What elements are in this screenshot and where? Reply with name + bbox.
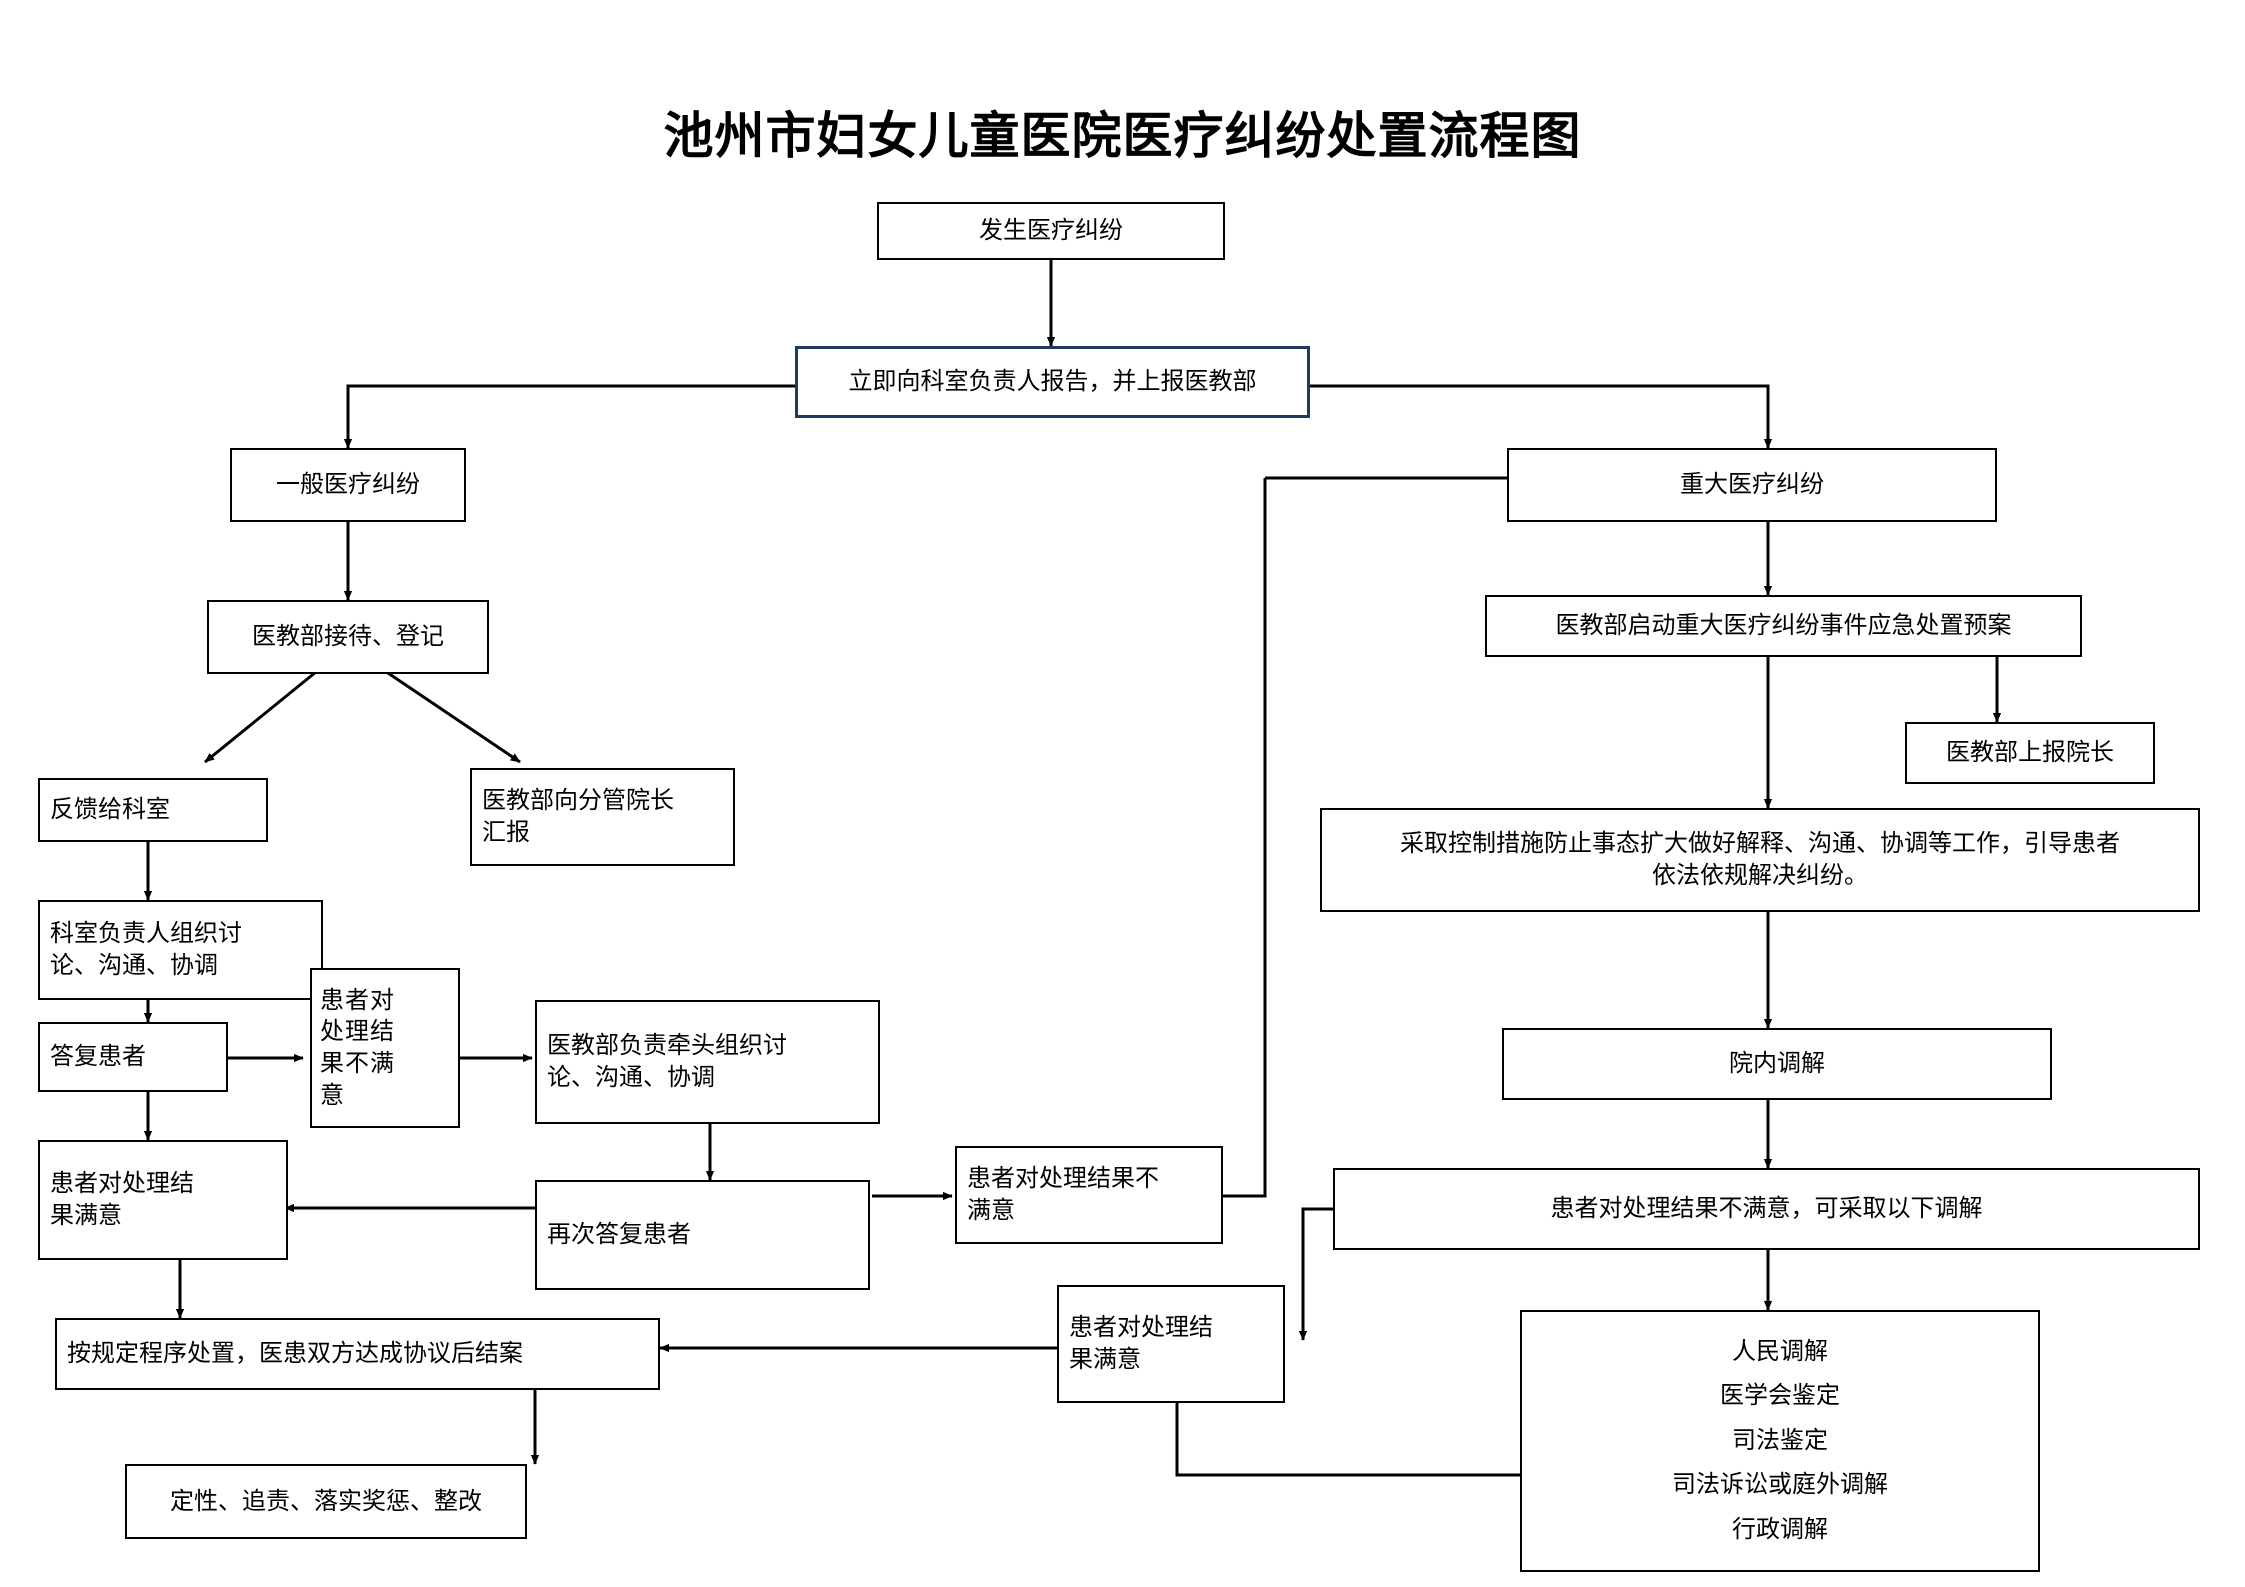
node-major-dispute[interactable]: 重大医疗纠纷 xyxy=(1507,448,1997,522)
node-emergency-plan-label: 医教部启动重大医疗纠纷事件应急处置预案 xyxy=(1555,612,2012,640)
node-patient-satisfied-left[interactable]: 患者对处理结 果满意 xyxy=(38,1140,288,1260)
node-patient-dissatisfied-stage2[interactable]: 患者对处理结果不 满意 xyxy=(955,1146,1223,1244)
node-reply-patient-again[interactable]: 再次答复患者 xyxy=(535,1180,870,1290)
node-reply-patient-again-label: 再次答复患者 xyxy=(547,1221,691,1249)
node-major-dispute-label: 重大医疗纠纷 xyxy=(1680,471,1824,499)
node-patient-satisfied-right[interactable]: 患者对处理结 果满意 xyxy=(1057,1285,1285,1403)
node-mediation-options[interactable]: 人民调解 医学会鉴定 司法鉴定 司法诉讼或庭外调解 行政调解 xyxy=(1520,1310,2040,1572)
node-mediation-intro-label: 患者对处理结果不满意，可采取以下调解 xyxy=(1550,1195,1983,1223)
page-title: 池州市妇女儿童医院医疗纠纷处置流程图 xyxy=(663,108,1582,164)
node-control-measures-label: 采取控制措施防止事态扩大做好解释、沟通、协调等工作，引导患者 依法依规解决纠纷。 xyxy=(1400,830,2120,889)
node-patient-dissatisfied-stage2-label: 患者对处理结果不 满意 xyxy=(967,1165,1159,1224)
node-report-to-dept-head-label: 立即向科室负责人报告，并上报医教部 xyxy=(848,368,1257,396)
node-mediation-options-label: 人民调解 医学会鉴定 司法鉴定 司法诉讼或庭外调解 行政调解 xyxy=(1672,1338,1888,1543)
node-report-vice-president-label: 医教部向分管院长 汇报 xyxy=(482,787,674,846)
node-emergency-plan[interactable]: 医教部启动重大医疗纠纷事件应急处置预案 xyxy=(1485,595,2082,657)
node-dept-head-discussion-label: 科室负责人组织讨 论、沟通、协调 xyxy=(50,920,242,979)
node-close-case[interactable]: 按规定程序处置，医患双方达成协议后结案 xyxy=(55,1318,660,1390)
node-control-measures[interactable]: 采取控制措施防止事态扩大做好解释、沟通、协调等工作，引导患者 依法依规解决纠纷。 xyxy=(1320,808,2200,912)
node-feedback-to-department[interactable]: 反馈给科室 xyxy=(38,778,268,842)
node-med-edu-lead-discussion-label: 医教部负责牵头组织讨 论、沟通、协调 xyxy=(547,1032,787,1091)
node-mediation-intro[interactable]: 患者对处理结果不满意，可采取以下调解 xyxy=(1333,1168,2200,1250)
node-accountability-rectification[interactable]: 定性、追责、落实奖惩、整改 xyxy=(125,1464,527,1539)
node-internal-mediation-label: 院内调解 xyxy=(1729,1050,1825,1078)
node-report-to-president-label: 医教部上报院长 xyxy=(1946,739,2114,767)
node-feedback-to-department-label: 反馈给科室 xyxy=(50,796,170,824)
node-patient-dissatisfied-stage1-label: 患者对 处理结 果不满 意 xyxy=(320,986,395,1109)
node-general-dispute[interactable]: 一般医疗纠纷 xyxy=(230,448,466,522)
node-general-dispute-label: 一般医疗纠纷 xyxy=(276,471,420,499)
node-report-to-president[interactable]: 医教部上报院长 xyxy=(1905,722,2155,784)
node-report-to-dept-head[interactable]: 立即向科室负责人报告，并上报医教部 xyxy=(795,346,1310,418)
node-accountability-rectification-label: 定性、追责、落实奖惩、整改 xyxy=(170,1487,482,1515)
node-med-edu-lead-discussion[interactable]: 医教部负责牵头组织讨 论、沟通、协调 xyxy=(535,1000,880,1124)
node-patient-satisfied-left-label: 患者对处理结 果满意 xyxy=(50,1170,194,1229)
node-incident-label: 发生医疗纠纷 xyxy=(979,217,1123,245)
node-patient-satisfied-right-label: 患者对处理结 果满意 xyxy=(1069,1314,1213,1373)
node-incident[interactable]: 发生医疗纠纷 xyxy=(877,202,1225,260)
node-reception-register[interactable]: 医教部接待、登记 xyxy=(207,600,489,674)
node-internal-mediation[interactable]: 院内调解 xyxy=(1502,1028,2052,1100)
node-reply-patient[interactable]: 答复患者 xyxy=(38,1022,228,1092)
node-reception-register-label: 医教部接待、登记 xyxy=(252,623,444,651)
node-report-vice-president[interactable]: 医教部向分管院长 汇报 xyxy=(470,768,735,866)
node-reply-patient-label: 答复患者 xyxy=(50,1043,146,1071)
node-dept-head-discussion[interactable]: 科室负责人组织讨 论、沟通、协调 xyxy=(38,900,323,1000)
node-patient-dissatisfied-stage1[interactable]: 患者对 处理结 果不满 意 xyxy=(310,968,460,1128)
node-close-case-label: 按规定程序处置，医患双方达成协议后结案 xyxy=(67,1340,523,1368)
